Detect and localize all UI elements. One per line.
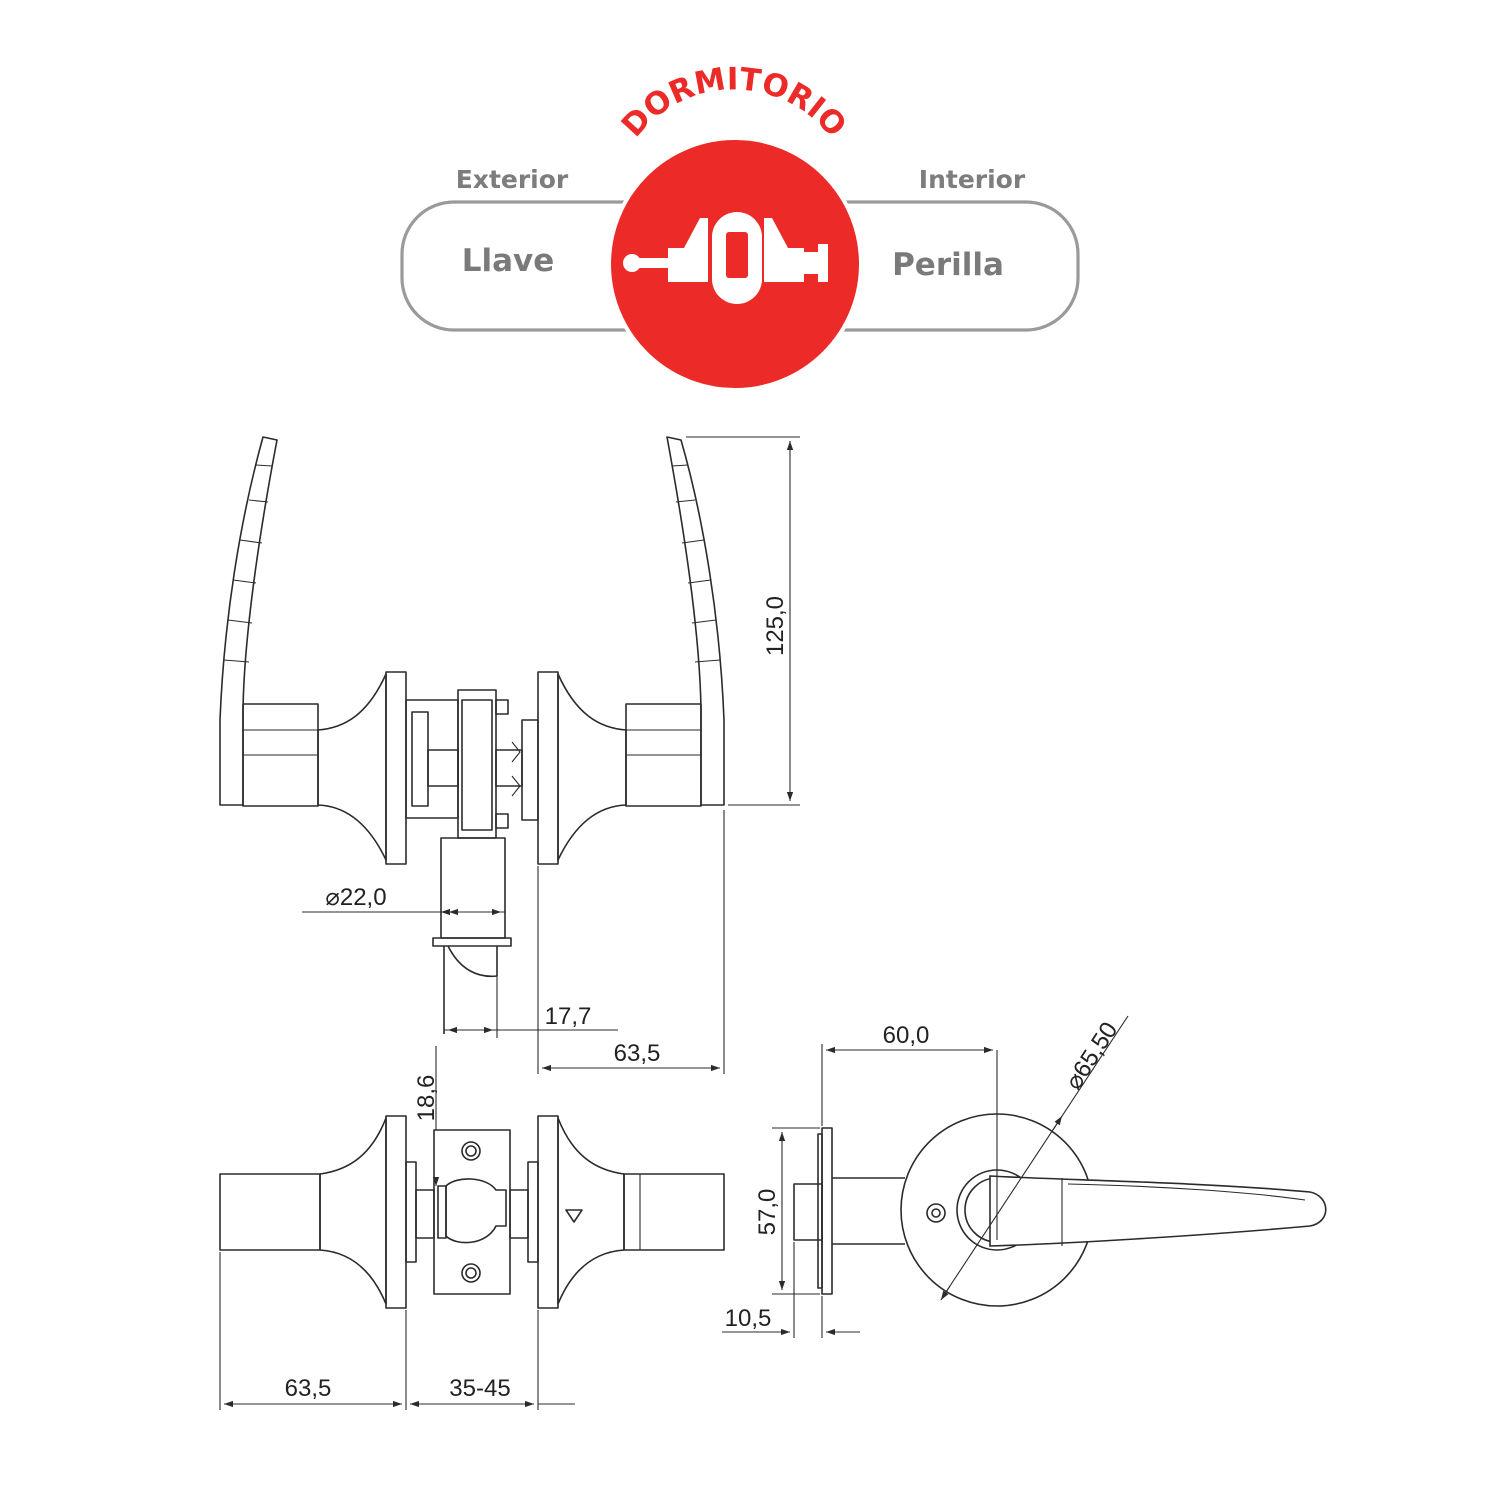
side-rose-plate bbox=[821, 1127, 833, 1295]
dim-latch-offset: 17,7 bbox=[545, 1003, 592, 1030]
dim-latch-plate: 18,6 bbox=[413, 1075, 440, 1122]
dim-rose-to-lever: 63,5 bbox=[614, 1040, 661, 1067]
side-view bbox=[793, 1050, 1327, 1307]
left-knob-body bbox=[219, 1173, 321, 1251]
badge-icon-slot bbox=[726, 232, 748, 278]
left-rose bbox=[317, 673, 387, 861]
dim-lever-reach: 60,0 bbox=[883, 1022, 930, 1049]
latch-tube bbox=[440, 837, 506, 939]
dim-door-thickness: 35-45 bbox=[449, 1375, 510, 1402]
interior-value: Perilla bbox=[892, 247, 1004, 283]
dimension-lines: 125,0 ⌀22,0 17,7 63,5 18,6 63,5 35-45 60… bbox=[219, 436, 1129, 1410]
front-view bbox=[219, 436, 725, 1034]
side-lever-arm bbox=[989, 1175, 1327, 1247]
dim-rose-diameter: ⌀65,50 bbox=[1060, 1017, 1123, 1094]
dim-lever-height: 125,0 bbox=[762, 596, 789, 656]
dim-rose-thickness: 10,5 bbox=[725, 1305, 772, 1332]
interior-label: Interior bbox=[919, 165, 1026, 194]
exterior-label: Exterior bbox=[456, 165, 569, 194]
dim-side-height: 57,0 bbox=[754, 1189, 781, 1236]
latch-plate-front bbox=[457, 689, 497, 839]
badge-title: DORMITORIO bbox=[615, 61, 853, 144]
top-view bbox=[219, 1115, 725, 1309]
right-lever-outline bbox=[666, 436, 725, 806]
exterior-value: Llave bbox=[462, 243, 555, 279]
left-lever-outline bbox=[219, 436, 278, 806]
right-knob-body bbox=[623, 1173, 725, 1251]
dim-cylinder-diameter: ⌀22,0 bbox=[325, 884, 386, 911]
function-legend: Exterior Interior Llave Perilla DORMITOR… bbox=[400, 61, 1080, 392]
dim-knob-length: 63,5 bbox=[285, 1375, 332, 1402]
right-rose bbox=[557, 673, 627, 861]
